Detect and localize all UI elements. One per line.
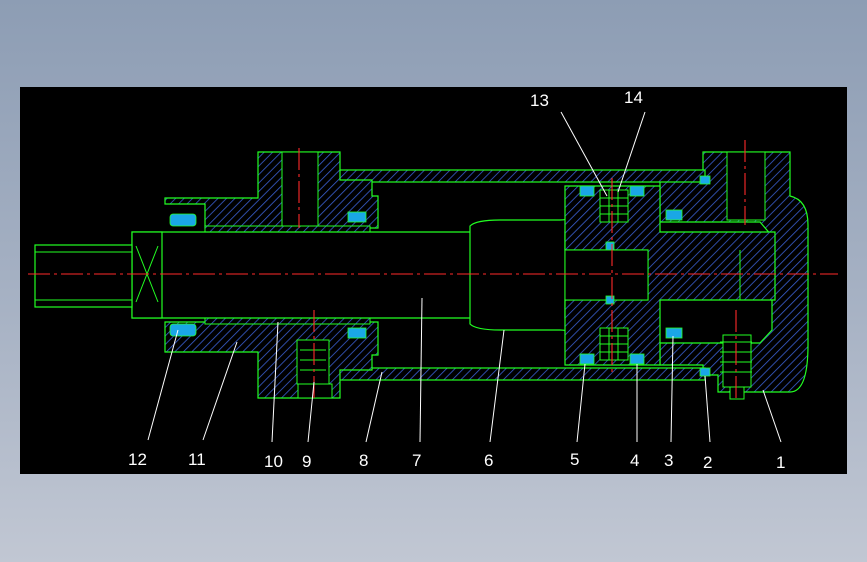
callout-1: 1 [776, 453, 785, 472]
seal-piston-5-bottom [579, 353, 595, 365]
callout-8: 8 [359, 451, 368, 470]
seal-head-bottom [347, 327, 367, 339]
callout-14: 14 [624, 88, 643, 107]
front-head [164, 151, 379, 399]
callout-7: 7 [412, 451, 421, 470]
callout-2: 2 [703, 453, 712, 472]
rear-end-cap [659, 151, 809, 400]
leader-lines [147, 111, 782, 443]
seals [169, 175, 711, 377]
center-lines [28, 140, 838, 400]
seal-rod-wiper-top [169, 213, 197, 227]
callout-10: 10 [264, 452, 283, 471]
seal-piston-4-top [629, 185, 645, 197]
callout-6: 6 [484, 451, 493, 470]
seal-piston-4-bottom [629, 353, 645, 365]
callout-9: 9 [302, 452, 311, 471]
callout-3: 3 [664, 451, 673, 470]
callout-13: 13 [530, 91, 549, 110]
callout-5: 5 [570, 450, 579, 469]
piston-rod [34, 231, 566, 319]
seal-piston-center-top [605, 241, 615, 251]
callout-12: 12 [128, 450, 147, 469]
seal-rod-wiper-bottom [169, 323, 197, 337]
piston [564, 185, 776, 366]
seal-barrel-2-top [699, 175, 711, 185]
seal-piston-5-top [579, 185, 595, 197]
seal-cap-3-bottom [665, 327, 683, 339]
seal-cap-3-top [665, 209, 683, 221]
seal-piston-center-bottom [605, 295, 615, 305]
callout-4: 4 [630, 451, 639, 470]
callout-11: 11 [188, 450, 206, 469]
seal-head-top [347, 211, 367, 223]
callout-labels: 1 2 3 4 5 6 7 8 9 10 11 12 13 14 [128, 88, 785, 472]
seal-barrel-2-bottom [699, 367, 711, 377]
